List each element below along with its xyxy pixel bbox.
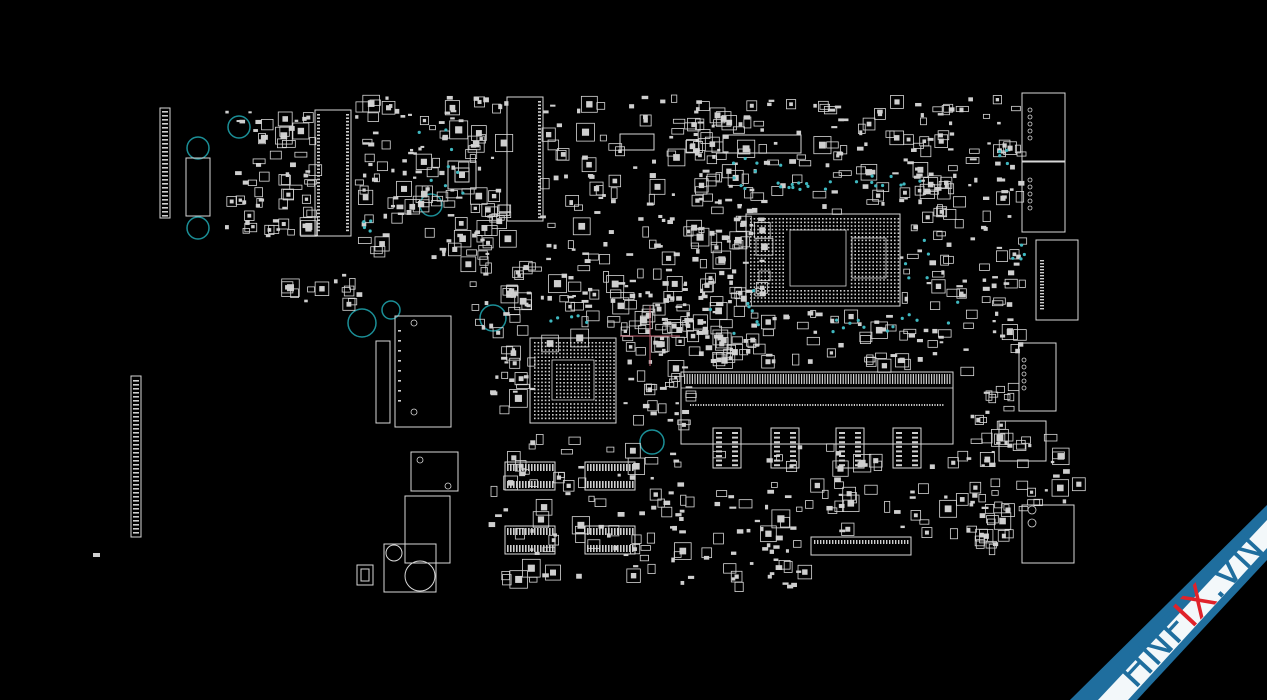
qfn-chip[interactable] (447, 160, 477, 190)
ic-tall-left[interactable] (314, 109, 352, 237)
usb-connectors[interactable] (998, 92, 1079, 564)
pch-bga[interactable] (529, 337, 617, 424)
power-connector-block[interactable] (375, 315, 452, 428)
crosshair-cursor (620, 306, 680, 366)
battery-connector[interactable] (185, 157, 211, 217)
ram-slot[interactable] (680, 371, 954, 469)
cpu-bga[interactable] (745, 213, 901, 307)
watermark-logo: HNFIX.VN (1070, 505, 1267, 700)
svg-text:HNFIX.VN: HNFIX.VN (1109, 525, 1267, 697)
connector-small[interactable] (619, 133, 655, 151)
ribbon-connector[interactable] (722, 134, 802, 154)
left-edge-connector[interactable] (159, 107, 171, 219)
test-points (362, 128, 1026, 335)
mounting-holes (186, 115, 665, 455)
bottom-connector[interactable] (810, 536, 912, 556)
small-pad (93, 553, 100, 557)
inductors-bottom-left[interactable] (356, 451, 459, 593)
passive-components (225, 94, 1086, 592)
left-long-connector[interactable] (130, 375, 142, 538)
ic-tall-center[interactable] (506, 96, 544, 222)
